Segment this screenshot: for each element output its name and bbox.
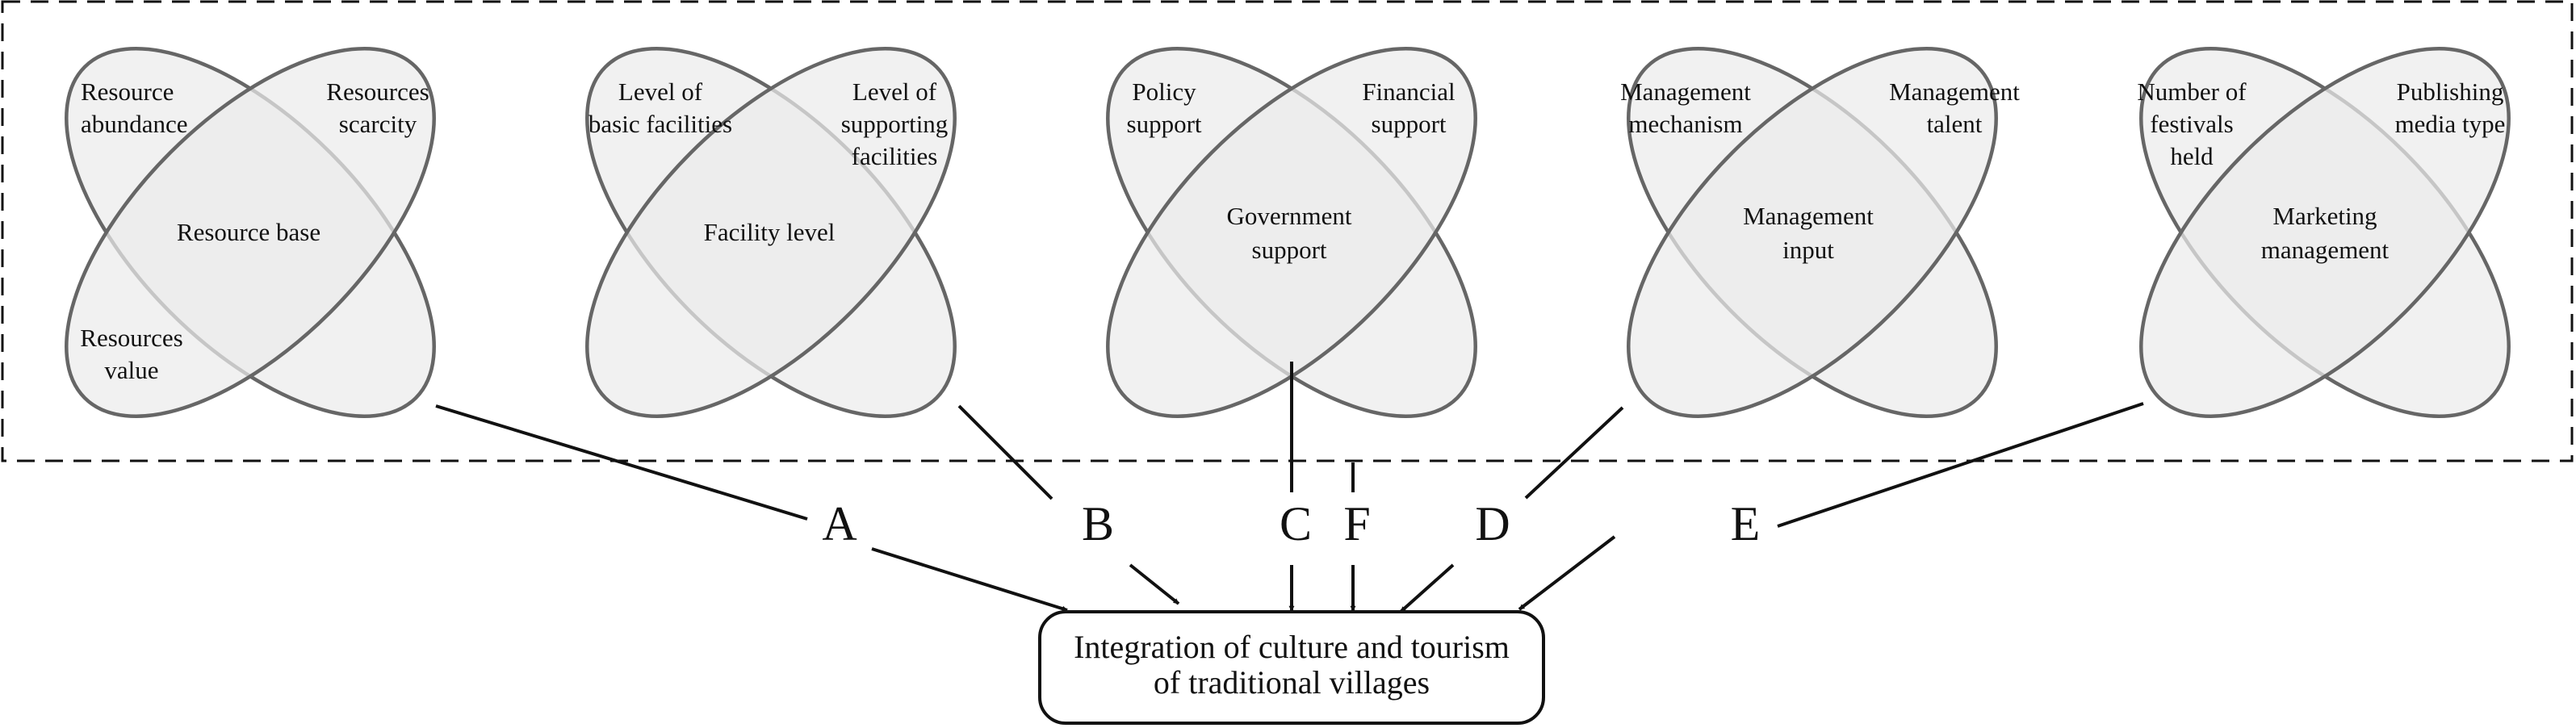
path-label-a: A xyxy=(822,497,857,550)
connector-a-arrow xyxy=(871,547,1068,612)
target-box-border xyxy=(1038,610,1545,725)
path-label-b: B xyxy=(1082,497,1114,550)
connectors xyxy=(435,362,2144,613)
connector-b-arrow xyxy=(1129,563,1180,605)
ellipse-right xyxy=(1627,47,1998,418)
factors-dashed-frame xyxy=(1,0,2574,462)
ellipse-right xyxy=(585,47,957,418)
connector-b-upper xyxy=(957,404,1053,500)
path-label-d: D xyxy=(1475,497,1510,550)
path-label-e: E xyxy=(1731,497,1761,550)
path-labels: A B C F D E xyxy=(822,497,1760,550)
connector-e-upper xyxy=(1777,402,2144,528)
ellipse-right xyxy=(2139,47,2511,418)
ellipse-right xyxy=(1106,47,1477,418)
ellipse-right xyxy=(65,47,436,418)
connector-d-upper xyxy=(1524,406,1624,500)
connector-d-arrow xyxy=(1399,563,1455,613)
label-resource-base: Resource base xyxy=(177,218,320,246)
path-label-f: F xyxy=(1343,497,1370,550)
connector-e-arrow xyxy=(1518,535,1616,611)
label-facility-level: Facility level xyxy=(704,218,836,246)
path-label-c: C xyxy=(1280,497,1312,550)
connector-a-upper xyxy=(435,404,808,521)
